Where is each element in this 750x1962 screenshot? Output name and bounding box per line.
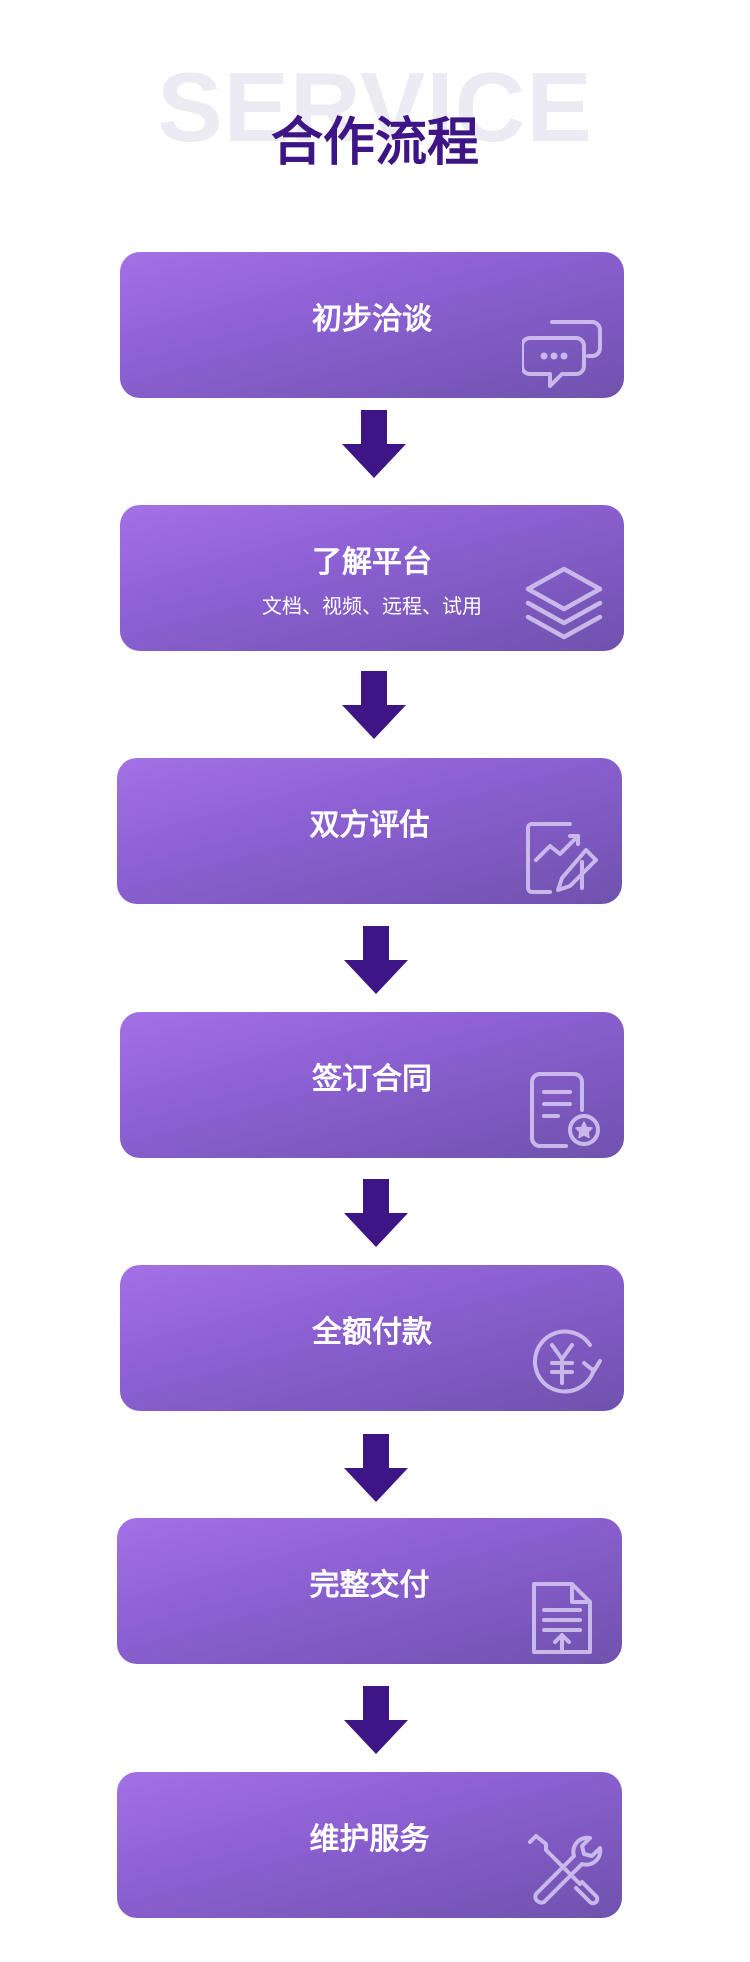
down-arrow-icon	[342, 410, 406, 478]
step-card-1: 初步洽谈	[120, 252, 624, 398]
step-title: 签订合同	[312, 1062, 432, 1097]
chat-bubbles-icon	[520, 308, 606, 392]
down-arrow-icon	[344, 1686, 408, 1754]
header: SERVICE 合作流程	[0, 0, 750, 200]
step-title: 初步洽谈	[312, 302, 432, 337]
delivery-document-icon	[520, 1574, 604, 1658]
down-arrow-icon	[344, 1179, 408, 1247]
step-card-7: 维护服务	[117, 1772, 622, 1918]
step-title: 双方评估	[309, 808, 430, 843]
chart-pencil-icon	[520, 814, 604, 898]
background-watermark-word: SERVICE	[157, 52, 593, 162]
tools-icon	[520, 1828, 604, 1912]
step-card-4: 签订合同	[120, 1012, 624, 1158]
down-arrow-icon	[344, 926, 408, 994]
down-arrow-icon	[344, 1434, 408, 1502]
step-card-3: 双方评估	[117, 758, 622, 904]
step-title: 维护服务	[309, 1822, 430, 1857]
step-card-2: 了解平台 文档、视频、远程、试用	[120, 505, 624, 651]
step-title: 了解平台	[312, 545, 432, 580]
step-card-6: 完整交付	[117, 1518, 622, 1664]
page-title: 合作流程	[270, 113, 479, 173]
down-arrow-icon	[342, 671, 406, 739]
layers-icon	[522, 561, 606, 645]
yuan-payment-icon	[522, 1321, 606, 1405]
step-card-5: 全额付款	[120, 1265, 624, 1411]
step-title: 完整交付	[309, 1568, 430, 1603]
step-subtitle: 文档、视频、远程、试用	[262, 594, 482, 618]
contract-icon	[522, 1068, 606, 1152]
step-title: 全额付款	[312, 1315, 432, 1350]
